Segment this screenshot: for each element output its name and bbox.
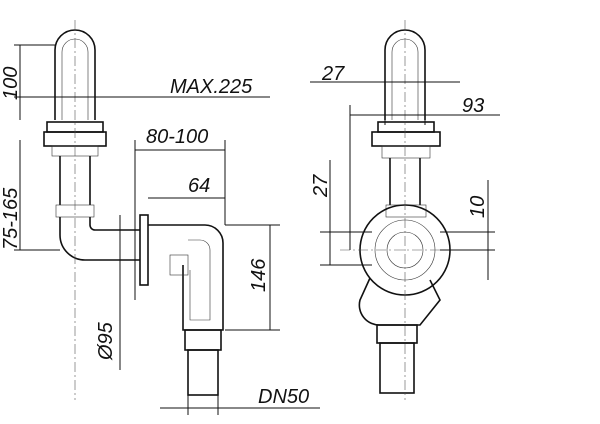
- dim-depth: 64: [188, 175, 210, 197]
- trap-body-front: [358, 277, 441, 326]
- dim-height-range: 75-165: [0, 187, 22, 250]
- dim-offset: 10: [467, 196, 489, 218]
- elbow-pipe: [59, 217, 140, 261]
- trap-body: [148, 224, 224, 331]
- dim-outlet-height: 146: [248, 258, 270, 292]
- dim-outlet-size: DN50: [258, 386, 309, 408]
- front-view: 27 93 27 10: [310, 20, 500, 400]
- outlet-pipe: [187, 349, 219, 396]
- outlet-pipe-front: [379, 342, 415, 394]
- wall-flange: [139, 214, 149, 286]
- dim-pipe-diameter: 27: [321, 63, 345, 85]
- dim-flange-width: 93: [462, 95, 484, 117]
- standpipe-top: [54, 29, 96, 120]
- dim-inlet-diameter: 27: [310, 174, 332, 198]
- dim-max-length: MAX.225: [170, 76, 253, 98]
- side-view: 100 MAX.225 80-100 64 75-165 146 Ø95 DN5…: [0, 20, 320, 415]
- dim-height-top: 100: [0, 67, 22, 100]
- dim-offset-range: 80-100: [146, 126, 208, 148]
- dim-flange-diameter: Ø95: [95, 321, 117, 361]
